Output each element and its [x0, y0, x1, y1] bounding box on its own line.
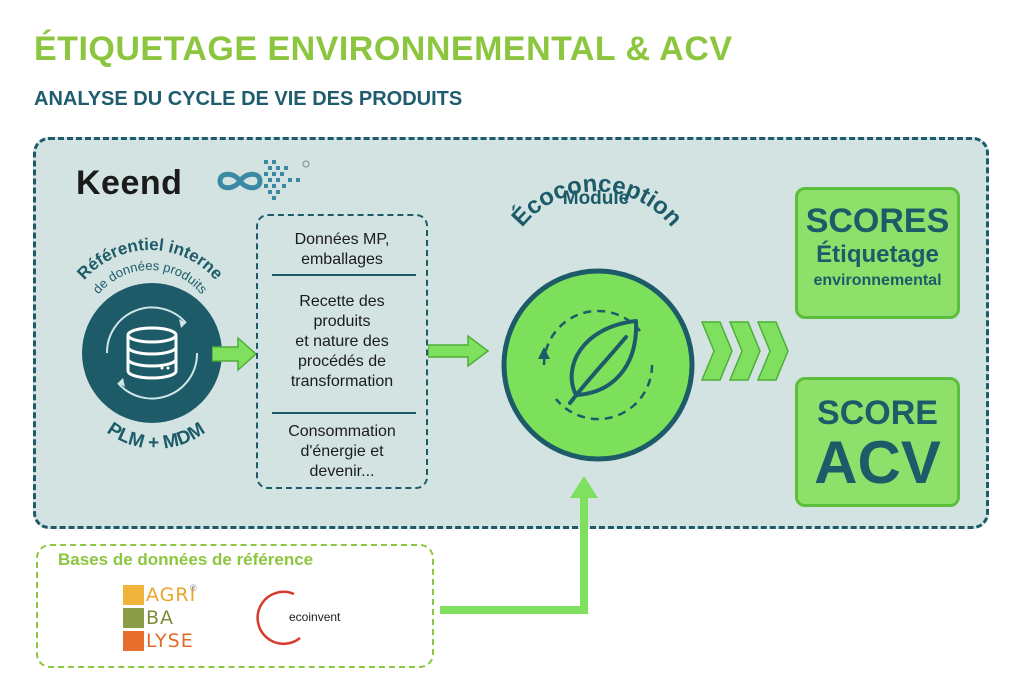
agribalyse-logo-text: BA	[146, 607, 175, 629]
score-label: SCORE	[817, 394, 938, 432]
agribalyse-block	[123, 631, 144, 651]
input-item-materials: Données MP, emballages	[294, 231, 390, 268]
page-subtitle: ANALYSE DU CYCLE DE VIE DES PRODUITS	[34, 88, 463, 110]
chevrons-right-icon	[700, 321, 789, 381]
plm-mdm-label: PLM + MDM	[103, 419, 209, 450]
score-subtitle: Étiquetage	[816, 241, 939, 268]
input-item-energy: Consommation d'énergie et devenir...	[288, 423, 396, 480]
ecoinvent-logo-text: ecoinvent	[289, 610, 341, 624]
registered-mark: ®	[190, 583, 197, 593]
connector-arrow	[440, 476, 598, 614]
ecoconception-module	[501, 268, 695, 462]
database-icon	[105, 306, 199, 400]
reference-databases-box	[36, 544, 434, 668]
input-item-recipe: Recette des produits et nature des procé…	[290, 293, 394, 390]
agribalyse-block	[123, 608, 144, 628]
score-acv-text: ACV	[814, 429, 941, 496]
divider	[272, 274, 416, 276]
leaf-icon	[568, 319, 639, 405]
divider	[272, 412, 416, 414]
agribalyse-logo-text: LYSE	[146, 630, 194, 652]
score-caption: environnemental	[813, 272, 942, 289]
keendoo-logo-text: Keend	[76, 164, 183, 202]
arrow-right-icon	[212, 336, 258, 372]
keendoo-logo-icon	[217, 160, 310, 200]
referentiel-circle	[82, 283, 222, 423]
page-title: ÉTIQUETAGE ENVIRONNEMENTAL & ACV	[34, 30, 733, 68]
agribalyse-logo-text: AGRI	[146, 584, 197, 606]
plm-mdm-text: PLM + MDM	[103, 419, 209, 450]
input-data-box: Données MP, emballages Recette des produ…	[256, 214, 428, 489]
svg-text:PLM + MDM: PLM + MDM	[103, 419, 209, 450]
arrow-right-icon	[428, 334, 490, 368]
score-acv-box: SCORE ACV	[795, 377, 960, 507]
ecoinvent-logo-icon	[256, 590, 301, 646]
reference-databases-title: Bases de données de référence	[58, 550, 314, 569]
score-etiquetage-box: SCORES Étiquetage environnemental	[795, 187, 960, 319]
module-label: Module Écoconception	[506, 176, 688, 232]
module-title: Module	[563, 188, 630, 209]
agribalyse-block	[123, 585, 144, 605]
score-label: SCORES	[805, 202, 950, 240]
referentiel-label: Référentiel interne de données produits	[73, 235, 226, 297]
